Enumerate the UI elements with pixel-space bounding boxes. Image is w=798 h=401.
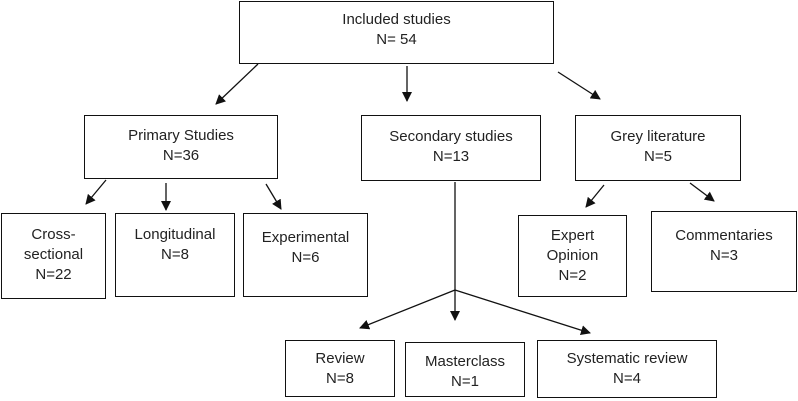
secondary-studies-title: Secondary studies [389, 128, 513, 145]
secondary-studies-box: Secondary studies N=13 [361, 115, 541, 181]
expert-opinion-count: N=2 [558, 267, 587, 284]
masterclass-box: Masterclass N=1 [405, 342, 525, 397]
review-title: Review [315, 350, 365, 367]
experimental-box: Experimental N=6 [243, 213, 368, 297]
cross-sectional-count: N=22 [35, 266, 72, 283]
arrow-included-to-primary [215, 63, 259, 105]
commentaries-count: N=3 [710, 247, 738, 264]
arrow-primary-to-cross-sectional [85, 179, 107, 205]
arrow-included-to-grey [557, 71, 601, 100]
grey-literature-title: Grey literature [610, 128, 706, 145]
experimental-count: N=6 [291, 249, 320, 266]
expert-opinion-title-line1: Expert [550, 227, 595, 244]
expert-opinion-box: Expert Opinion N=2 [518, 215, 627, 297]
systematic-review-count: N=4 [613, 370, 641, 387]
systematic-review-title: Systematic review [566, 350, 688, 367]
expert-opinion-title-line2: Opinion [546, 247, 599, 264]
arrow-grey-to-expert-opinion [585, 184, 605, 208]
primary-studies-count: N=36 [162, 147, 200, 164]
systematic-review-box: Systematic review N=4 [537, 340, 717, 398]
commentaries-title: Commentaries [675, 227, 773, 244]
grey-literature-count: N=5 [644, 148, 672, 165]
masterclass-count: N=1 [451, 373, 479, 390]
commentaries-box: Commentaries N=3 [651, 211, 797, 292]
primary-studies-title: Primary Studies [128, 127, 234, 144]
review-box: Review N=8 [285, 340, 395, 397]
cross-sectional-box: Cross- sectional N=22 [1, 213, 106, 299]
included-studies-count: N= 54 [376, 31, 417, 48]
cross-sectional-title-line1: Cross- [31, 226, 76, 243]
arrow-grey-to-commentaries [689, 182, 715, 202]
arrow-secondary-to-systematic-review [454, 289, 591, 336]
longitudinal-box: Longitudinal N=8 [115, 213, 235, 297]
longitudinal-title: Longitudinal [134, 226, 216, 243]
included-studies-box: Included studies N= 54 [239, 1, 554, 64]
included-studies-title: Included studies [342, 11, 451, 28]
grey-literature-box: Grey literature N=5 [575, 115, 741, 181]
arrow-secondary-to-review [359, 289, 456, 330]
longitudinal-count: N=8 [161, 246, 189, 263]
arrow-primary-to-experimental [265, 183, 282, 210]
masterclass-title: Masterclass [424, 353, 506, 370]
cross-sectional-title-line2: sectional [23, 246, 84, 263]
review-count: N=8 [326, 370, 354, 387]
secondary-studies-count: N=13 [432, 148, 470, 165]
primary-studies-box: Primary Studies N=36 [84, 115, 278, 179]
experimental-title: Experimental [261, 229, 350, 246]
